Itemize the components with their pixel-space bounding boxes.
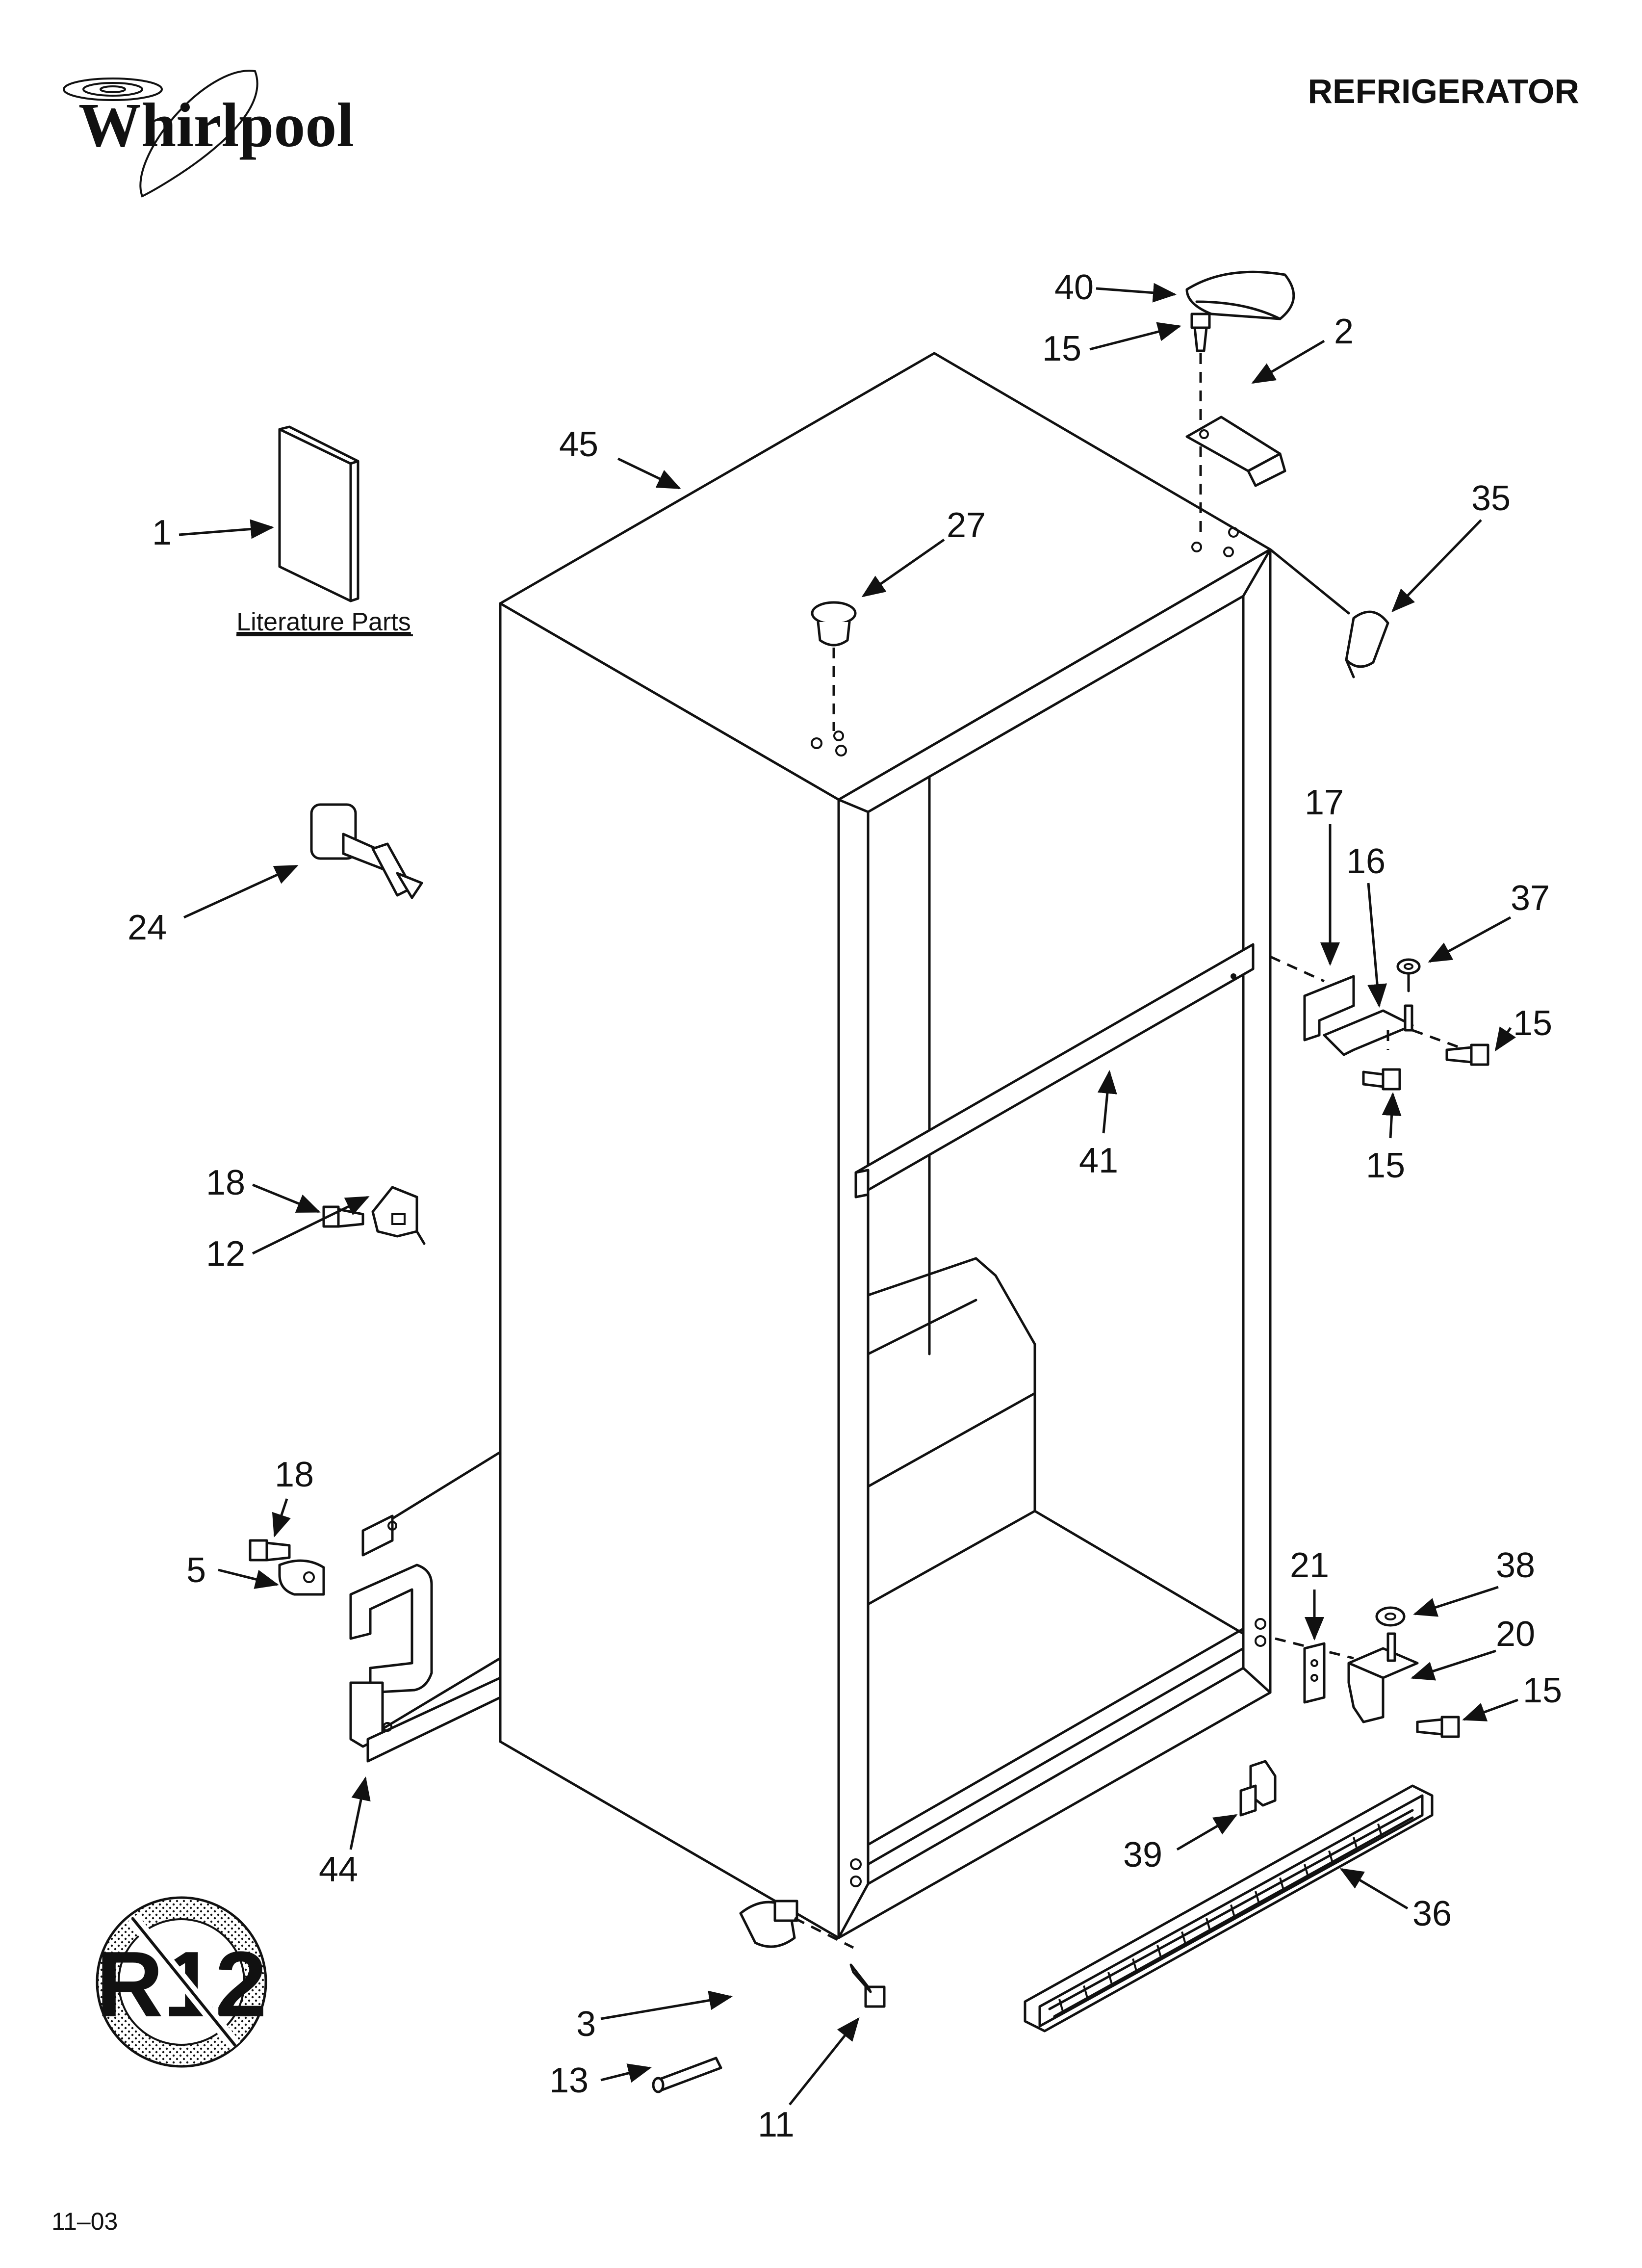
callout-36: 36 (1412, 1894, 1452, 1933)
callout-20: 20 (1496, 1615, 1535, 1654)
callout-15-top: 15 (1042, 329, 1081, 368)
grille-slot (1230, 1904, 1236, 1919)
no-r12-badge: R12 (96, 1896, 267, 2068)
part-17-hinge-plate (1269, 955, 1355, 1042)
grille-slot (1255, 1891, 1260, 1905)
callout-41: 41 (1079, 1141, 1118, 1180)
part-37-washer (1396, 958, 1421, 975)
part-15-screw-top (1190, 313, 1211, 540)
part-2-top-hinge (1185, 416, 1286, 487)
part-16-center-hinge (1323, 960, 1414, 1056)
part-24-shelf-stud (310, 803, 423, 899)
callout-11: 11 (758, 2105, 795, 2144)
callout-18-lower: 18 (275, 1455, 314, 1494)
part-5-clamp (278, 1559, 325, 1596)
part-15-screw-center (1362, 1029, 1489, 1091)
part-39-grille-clip (1239, 1760, 1277, 1817)
refrigerator-cabinet (499, 352, 1272, 1939)
callout-16: 16 (1346, 842, 1385, 881)
callout-3: 3 (576, 2005, 596, 2044)
part-35-shim (1269, 548, 1389, 678)
part-12-bracket (371, 1186, 426, 1245)
part-18-screw-lower (249, 1539, 291, 1562)
literature-parts-label: Literature Parts (236, 608, 411, 636)
callout-45: 45 (559, 425, 598, 464)
callout-21: 21 (1290, 1546, 1329, 1585)
grille-slot (1107, 1972, 1113, 1986)
grille-slot (1279, 1877, 1285, 1892)
part-21-hinge-shim (1275, 1637, 1354, 1704)
callout-35: 35 (1471, 479, 1511, 518)
callout-15-bottom: 15 (1523, 1671, 1562, 1710)
part-20-bottom-hinge (1347, 1632, 1419, 1723)
grille-slot (1083, 1985, 1089, 2000)
callout-13: 13 (549, 2061, 589, 2100)
revision-code: 11–03 (51, 2208, 118, 2235)
part-3-door-cam (739, 1900, 854, 1949)
page-title: REFRIGERATOR (1308, 72, 1579, 110)
grille-slot (1058, 1999, 1064, 2013)
callouts: 40 15 2 45 1 27 35 17 16 37 24 15 41 15 … (128, 268, 1562, 2144)
part-44-door-handle-bracket (349, 1451, 502, 1763)
callout-24: 24 (128, 908, 167, 947)
grille-slot (1156, 1945, 1162, 1959)
part-15-screw-bottom (1416, 1716, 1460, 1738)
callout-40: 40 (1054, 268, 1094, 307)
brand-wordmark: Whirlpool (78, 90, 354, 160)
part-40-hinge-cover (1185, 270, 1295, 320)
callout-37: 37 (1511, 879, 1550, 918)
callout-39: 39 (1123, 1835, 1162, 1875)
part-13-pin (652, 2057, 722, 2093)
callout-38: 38 (1496, 1546, 1535, 1585)
grille-slot (1377, 1823, 1383, 1838)
part-1-literature-booklet (278, 425, 359, 602)
part-11-screw (849, 1963, 886, 2008)
callout-2: 2 (1334, 312, 1354, 351)
whirlpool-logo: Whirlpool (63, 70, 354, 198)
callout-12: 12 (206, 1234, 245, 1274)
grille-slot (1353, 1837, 1359, 1851)
grille-slot (1181, 1931, 1187, 1946)
callout-17: 17 (1305, 783, 1344, 822)
callout-27: 27 (947, 506, 986, 545)
grille-slot (1328, 1850, 1334, 1865)
grille-slot (1206, 1918, 1211, 1932)
grille-slot (1132, 1958, 1138, 1973)
grille-slot (1304, 1864, 1309, 1878)
part-38-washer (1375, 1606, 1406, 1627)
part-27-plug (811, 601, 857, 731)
part-36-base-grille (1024, 1784, 1434, 2033)
callout-5: 5 (186, 1551, 206, 1590)
callout-1: 1 (152, 513, 172, 552)
callout-18-upper: 18 (206, 1163, 245, 1202)
callout-15-under: 15 (1366, 1146, 1405, 1185)
callout-44: 44 (319, 1850, 358, 1889)
callout-15-center: 15 (1513, 1004, 1552, 1043)
